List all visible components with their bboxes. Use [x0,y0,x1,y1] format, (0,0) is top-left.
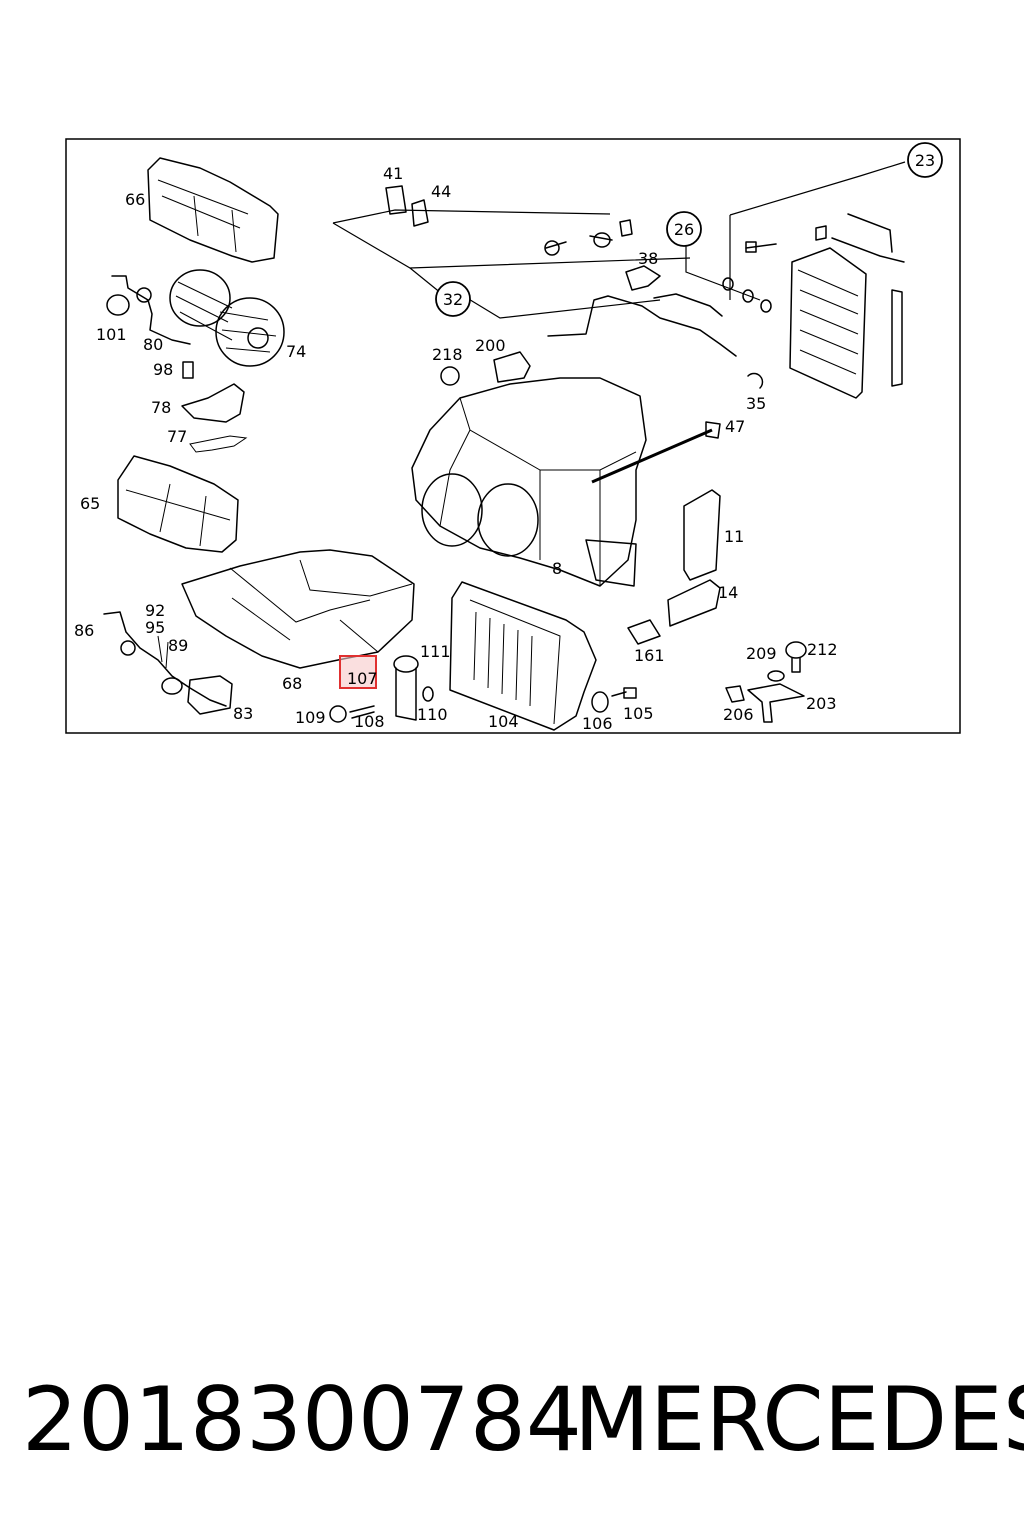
label-105: 105 [623,704,654,723]
part-203-bracket [747,683,805,723]
part-109-nut [329,705,347,723]
label-74: 74 [286,342,306,361]
label-47: 47 [725,417,745,436]
callout-23-label: 23 [915,151,935,170]
label-14: 14 [718,583,738,602]
label-106: 106 [582,714,613,733]
part-14-bracket [667,579,721,627]
part-65-duct [117,455,239,553]
label-108: 108 [354,712,385,731]
label-110: 110 [417,705,448,724]
part-47-pointer [591,428,713,484]
part-8-heater-box [411,377,647,587]
label-41: 41 [383,164,403,183]
part-101-grommet [106,275,191,345]
product-caption: 2018300784 MERCEDES [0,1370,1024,1470]
part-number: 2018300784 [22,1368,582,1471]
label-44: 44 [431,182,451,201]
label-107: 107 [347,669,378,688]
label-200: 200 [475,336,506,355]
label-86: 86 [74,621,94,640]
part-98-clip [182,361,194,379]
callout-32: 32 [435,281,471,317]
part-26-hardware [722,241,777,313]
label-101: 101 [96,325,127,344]
part-110-valve [393,655,419,721]
part-68-housing [181,549,415,669]
part-200-bracket [493,351,531,383]
part-111-washer [422,686,434,702]
label-109: 109 [295,708,326,727]
label-218: 218 [432,345,463,364]
part-104-evaporator [449,581,597,731]
label-83: 83 [233,704,253,723]
label-206: 206 [723,705,754,724]
label-98: 98 [153,360,173,379]
part-209-washer [767,670,785,682]
part-47-clip [705,421,721,439]
label-78: 78 [151,398,171,417]
label-209: 209 [746,644,777,663]
part-161-nut [627,619,661,645]
label-66: 66 [125,190,145,209]
label-89: 89 [168,636,188,655]
part-105-bolt [611,687,637,699]
assembly-leader-lines [332,161,906,319]
callout-26-label: 26 [674,220,694,239]
label-95: 95 [145,618,165,637]
part-66-duct [147,157,279,263]
label-203: 203 [806,694,837,713]
label-80: 80 [143,335,163,354]
label-104: 104 [488,712,519,731]
label-212: 212 [807,640,838,659]
label-92: 92 [145,601,165,620]
label-161: 161 [634,646,665,665]
callout-26: 26 [666,211,702,247]
part-206-clip [725,685,745,703]
part-35-clip [747,372,764,389]
callout-23: 23 [907,142,943,178]
label-111: 111 [420,642,451,661]
parts-diagram: 23 26 32 41 44 66 101 80 74 98 78 77 65 … [65,138,961,734]
label-8: 8 [552,559,562,578]
part-106-seal [591,691,609,713]
part-108-screw [349,705,375,719]
label-38: 38 [638,249,658,268]
part-77-strip [189,435,248,453]
part-83-harness [103,611,233,715]
part-212-bolt [785,641,807,673]
part-78-bracket [181,383,245,423]
part-32-pipes [544,219,737,357]
part-38-bracket [625,265,661,291]
diagram-frame [65,138,961,734]
part-11-gasket [683,489,721,581]
part-44-clip [411,199,429,227]
part-23-heater-core [789,213,905,399]
part-74-blower [169,269,285,367]
label-65: 65 [80,494,100,513]
part-218-grommet [440,366,460,386]
label-11: 11 [724,527,744,546]
part-107-highlight [339,655,377,689]
label-35: 35 [746,394,766,413]
label-68: 68 [282,674,302,693]
part-41-clip [385,185,407,215]
brand-name: MERCEDES [574,1368,1024,1471]
callout-32-label: 32 [443,290,463,309]
label-77: 77 [167,427,187,446]
part-labels: 41 44 66 101 80 74 98 78 77 65 218 200 3… [74,164,838,733]
